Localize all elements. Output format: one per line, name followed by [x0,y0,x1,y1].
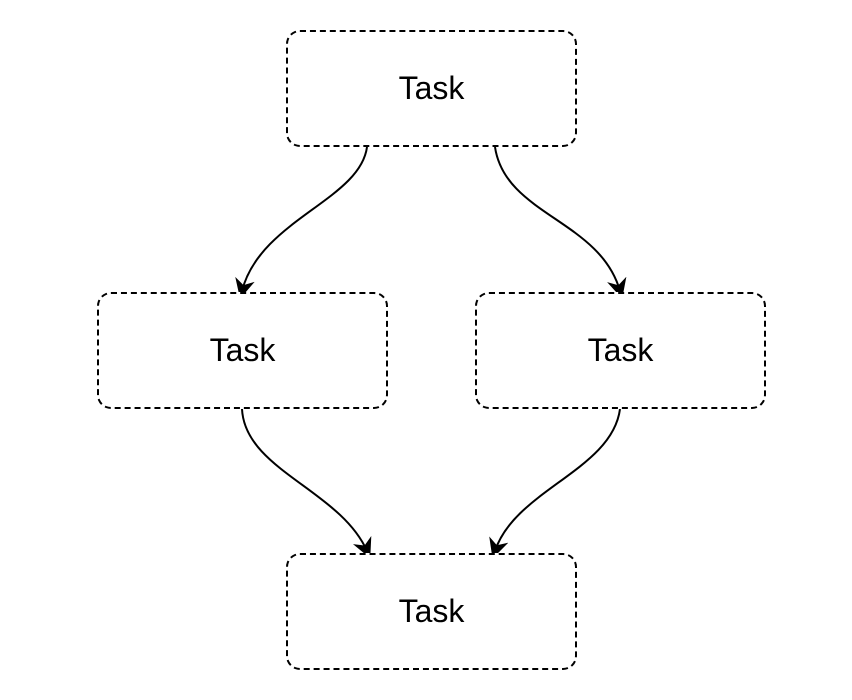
edge-top-to-right [494,146,627,299]
task-node-top[interactable]: Task [286,30,577,147]
edge-right-to-bottom [489,408,621,559]
task-node-bottom[interactable]: Task [286,553,577,670]
task-node-label: Task [209,332,276,368]
task-node-label: Task [398,70,465,106]
task-node-label: Task [398,593,465,629]
task-node-left[interactable]: Task [97,292,388,409]
edge-top-to-left [235,146,368,299]
task-node-right[interactable]: Task [475,292,766,409]
task-node-label: Task [587,332,654,368]
edge-left-to-bottom [241,408,372,559]
